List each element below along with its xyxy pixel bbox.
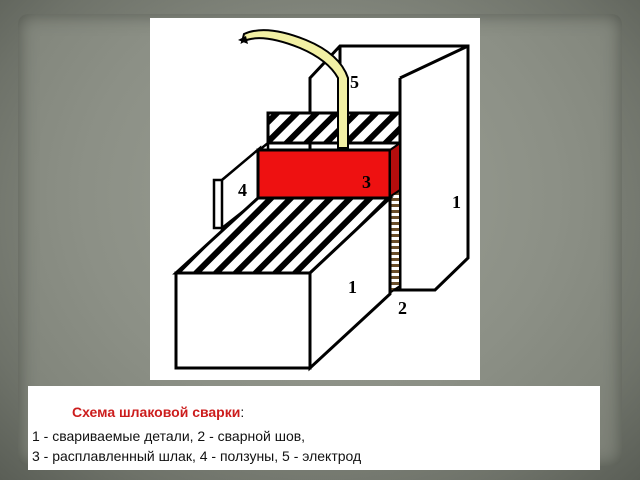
label-weld: 2 <box>398 298 407 318</box>
label-part-front: 1 <box>348 277 357 297</box>
caption-title: Схема шлаковой сварки: <box>72 404 244 420</box>
caption-title-text: Схема шлаковой сварки <box>72 404 241 420</box>
label-slider: 4 <box>238 180 247 200</box>
electrode <box>238 29 349 149</box>
caption-box: Схема шлаковой сварки: 1 - свариваемые д… <box>28 386 600 470</box>
front-part <box>174 194 392 372</box>
welding-diagram-svg: 5 3 4 1 1 2 <box>172 29 470 372</box>
slider-top <box>266 111 402 145</box>
caption-line-2: 3 - расплавленный шлак, 4 - ползуны, 5 -… <box>32 448 362 464</box>
caption-line-1: 1 - свариваемые детали, 2 - сварной шов, <box>32 428 306 444</box>
label-slag: 3 <box>362 172 371 192</box>
label-electrode: 5 <box>350 72 359 92</box>
label-part-back: 1 <box>452 192 461 212</box>
slag-block <box>256 141 401 201</box>
caption-title-suffix: : <box>240 404 245 420</box>
welding-diagram: 5 3 4 1 1 2 <box>150 18 480 380</box>
